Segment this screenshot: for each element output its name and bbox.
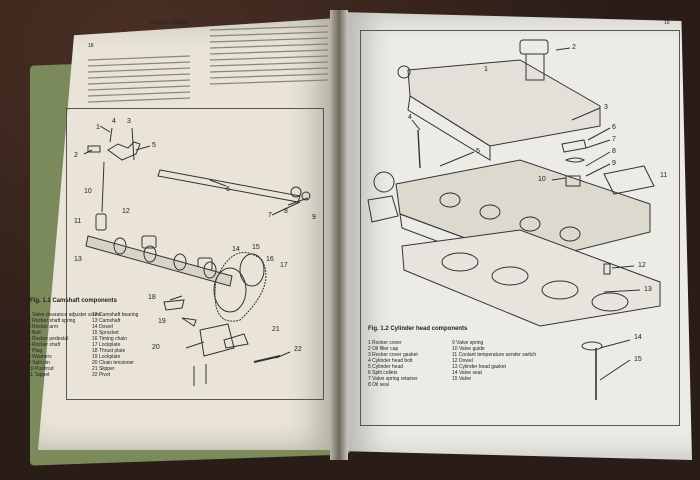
legend-item: 5 Rocker pedestal: [28, 336, 69, 342]
callout-12: 12: [122, 208, 130, 215]
callout-9: 9: [312, 214, 316, 221]
callout-12: 12: [638, 262, 646, 269]
callout-7: 7: [268, 212, 272, 219]
legend-item: 1 Rocker cover: [368, 340, 402, 346]
legend-item: 4 Bolt: [28, 330, 41, 336]
camshaft-legend-left: 1 Valve clearance adjuster screw 2 Rocke…: [28, 312, 101, 378]
legend-item: 3 Rocker cover gasket: [368, 352, 418, 358]
cylinder-head-figure-caption: Fig. 1.2 Cylinder head components: [368, 326, 468, 332]
callout-4: 4: [112, 118, 116, 125]
legend-item: 18 Thrust plate: [92, 348, 126, 354]
legend-item: 14 Valve seat: [452, 370, 482, 376]
legend-item: 2 Oil filler cap: [368, 346, 399, 352]
callout-6: 6: [226, 186, 230, 193]
legend-item: 21 Slipper: [92, 366, 115, 372]
callout-14: 14: [634, 334, 642, 341]
callout-5: 5: [152, 142, 156, 149]
legend-item: 4 Cylinder head bolt: [368, 358, 413, 364]
legend-item: 20 Chain tensioner: [92, 360, 134, 366]
camshaft-figure-caption: Fig. 1.1 Camshaft components: [30, 298, 118, 304]
legend-item: 17 Lockplate: [92, 342, 121, 348]
legend-item: 22 Pivot: [92, 372, 111, 378]
callout-19: 19: [158, 318, 166, 325]
legend-item: 6 Split collets: [368, 370, 398, 376]
callout-2: 2: [572, 44, 576, 51]
callout-1: 1: [484, 66, 488, 73]
callout-5: 5: [476, 148, 480, 155]
callout-14: 14: [232, 246, 240, 253]
callout-18: 18: [148, 294, 156, 301]
callout-21: 21: [272, 326, 280, 333]
callout-9: 9: [612, 160, 616, 167]
callout-3: 3: [127, 118, 131, 125]
legend-item: 19 Lockplate: [92, 354, 121, 360]
legend-item: 11 Coolant temperature sender switch: [452, 352, 537, 358]
legend-item: 15 Valve: [452, 376, 472, 382]
right-page-number: 19: [664, 20, 670, 26]
legend-item: 5 Cylinder head: [368, 364, 404, 370]
legend-item: 13 Camshaft: [92, 318, 121, 324]
legend-item: 16 Timing chain: [92, 336, 128, 342]
callout-15: 15: [634, 356, 642, 363]
callout-16: 16: [266, 256, 274, 263]
callout-11: 11: [74, 218, 82, 225]
callout-6: 6: [612, 124, 616, 131]
callout-22: 22: [294, 346, 302, 353]
book-gutter: [330, 10, 348, 460]
legend-item: 10 Pushrod: [28, 366, 54, 372]
legend-item: 12 Camshaft bearing: [92, 312, 139, 318]
callout-7: 7: [612, 136, 616, 143]
callout-10: 10: [538, 176, 546, 183]
legend-item: 9 Split pin: [28, 360, 50, 366]
legend-item: 13 Cylinder head gasket: [452, 364, 506, 370]
callout-2: 2: [74, 152, 78, 159]
legend-item: 8 Oil seal: [368, 382, 389, 388]
camshaft-legend-right: 12 Camshaft bearing 13 Camshaft 14 Dowel…: [92, 312, 138, 378]
legend-item: 2 Rocker shaft spring: [28, 318, 76, 324]
legend-item: 3 Rocker arm: [28, 324, 59, 330]
legend-item: 7 Valve spring retainer: [368, 376, 418, 382]
callout-8: 8: [612, 148, 616, 155]
callout-8: 8: [284, 208, 288, 215]
left-page-header: Chapter 1 Engine: [150, 20, 189, 26]
legend-item: 14 Dowel: [92, 324, 113, 330]
callout-13: 13: [74, 256, 82, 263]
camshaft-figure-frame: [66, 108, 324, 400]
legend-item: 9 Valve spring: [452, 340, 484, 346]
callout-13: 13: [644, 286, 652, 293]
cylinder-head-figure-frame: [360, 30, 680, 426]
legend-item: 15 Sprocket: [92, 330, 119, 336]
callout-1: 1: [96, 124, 100, 131]
legend-item: 10 Valve guide: [452, 346, 485, 352]
legend-item: 1 Valve clearance adjuster screw: [28, 312, 101, 318]
callout-4: 4: [408, 114, 412, 121]
callout-15: 15: [252, 244, 260, 251]
callout-20: 20: [152, 344, 160, 351]
callout-17: 17: [280, 262, 288, 269]
cylinder-head-legend-right: 9 Valve spring 10 Valve guide 11 Coolant…: [452, 340, 536, 382]
callout-3: 3: [604, 104, 608, 111]
legend-item: 6 Rocker shaft: [28, 342, 61, 348]
left-page-number: 18: [88, 43, 94, 49]
callout-10: 10: [84, 188, 92, 195]
legend-item: 7 Plug: [28, 348, 43, 354]
callout-11: 11: [660, 172, 668, 179]
legend-item: 12 Dowel: [452, 358, 473, 364]
legend-item: 11 Tappet: [28, 372, 50, 378]
legend-item: 8 Washers: [28, 354, 52, 360]
cylinder-head-legend-left: 1 Rocker cover 2 Oil filler cap 3 Rocker…: [368, 340, 418, 388]
